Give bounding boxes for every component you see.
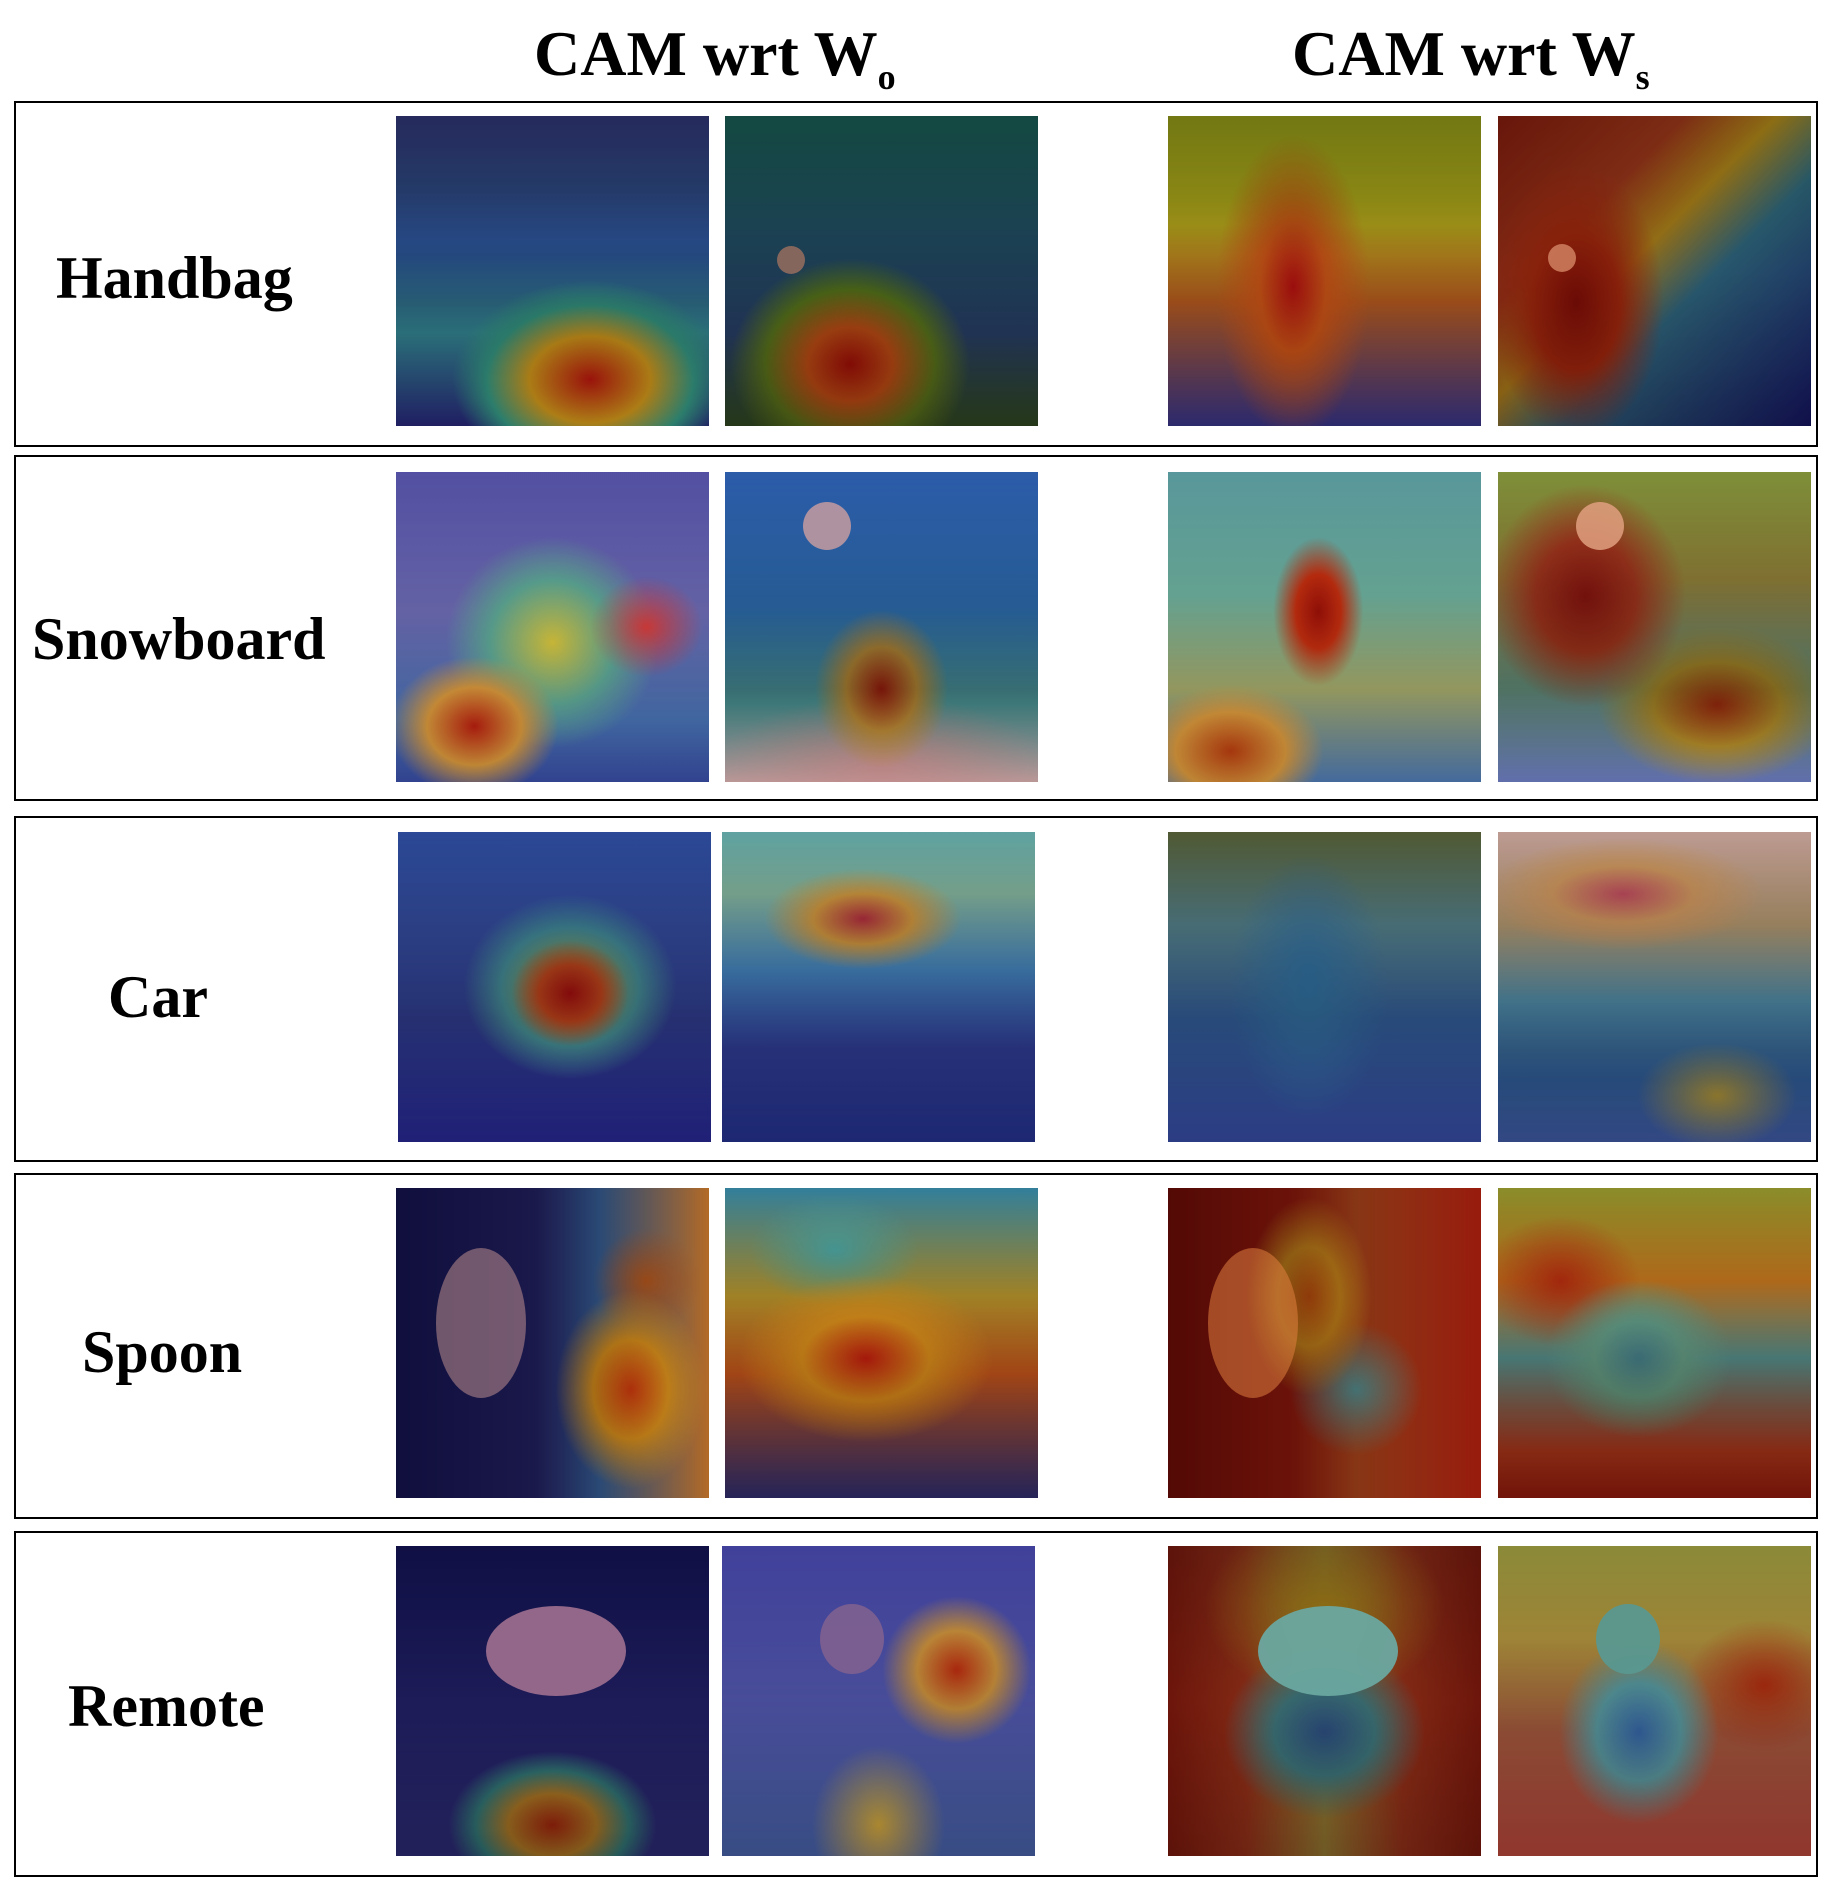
cam-image-spoon-wo-1 [396,1188,709,1498]
cam-image-car-wo-2 [722,832,1035,1142]
cam-image-snowboard-wo-2 [725,472,1038,782]
cam-image-remote-wo-1 [396,1546,709,1856]
cam-image-remote-wo-2 [722,1546,1035,1856]
cam-image-car-wo-1 [398,832,711,1142]
row-label-spoon: Spoon [82,1319,243,1385]
cam-image-car-ws-2 [1498,832,1811,1142]
cam-image-remote-ws-1 [1168,1546,1481,1856]
column-header-wo: CAM wrt Wo [534,14,896,97]
column-header-ws: CAM wrt Ws [1292,14,1650,97]
row-label-handbag: Handbag [56,245,293,311]
cam-image-handbag-ws-1 [1168,116,1481,426]
cam-image-spoon-wo-2 [725,1188,1038,1498]
cam-image-snowboard-wo-1 [396,472,709,782]
row-label-remote: Remote [68,1673,265,1739]
row-label-car: Car [108,964,208,1030]
cam-image-spoon-ws-2 [1498,1188,1811,1498]
cam-image-car-ws-1 [1168,832,1481,1142]
row-label-snowboard: Snowboard [32,606,326,672]
column-header-ws-subscript: s [1635,57,1650,97]
cam-image-handbag-ws-2 [1498,116,1811,426]
column-header-wo-text: CAM wrt W [534,18,878,89]
cam-image-snowboard-ws-1 [1168,472,1481,782]
column-header-wo-subscript: o [877,57,896,97]
cam-image-handbag-wo-2 [725,116,1038,426]
cam-image-spoon-ws-1 [1168,1188,1481,1498]
cam-image-handbag-wo-1 [396,116,709,426]
cam-image-snowboard-ws-2 [1498,472,1811,782]
cam-image-remote-ws-2 [1498,1546,1811,1856]
column-header-ws-text: CAM wrt W [1292,18,1636,89]
